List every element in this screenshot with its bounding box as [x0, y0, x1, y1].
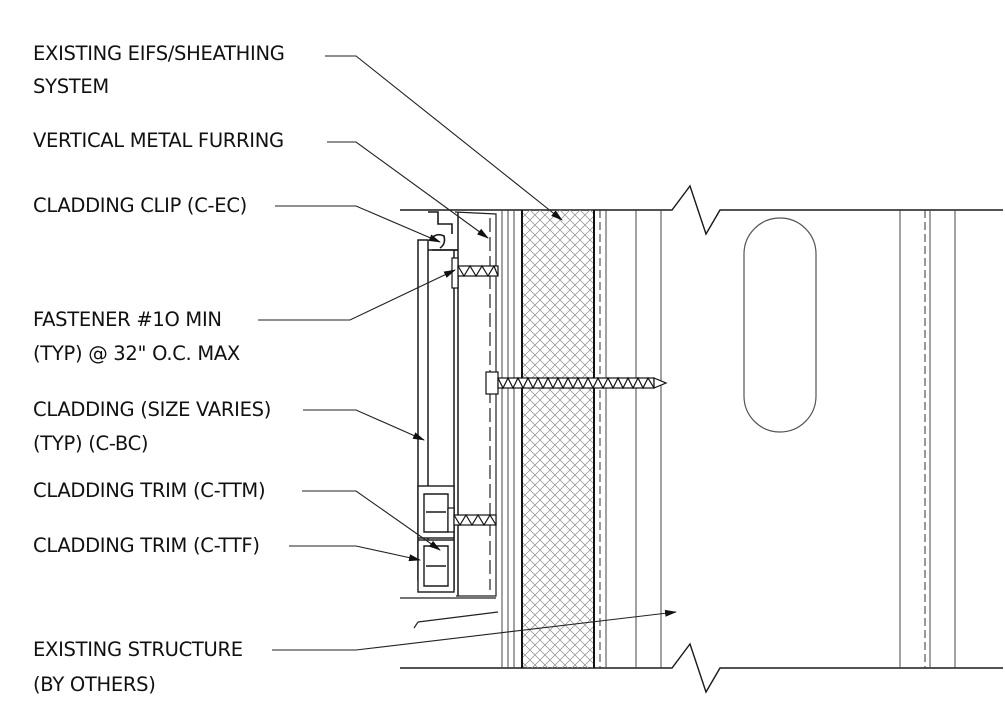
cladding-trim-ttf	[417, 539, 455, 593]
bottom-break-line	[400, 642, 1003, 694]
label-cladding-line1: CLADDING (SIZE VARIES)	[33, 398, 271, 421]
label-fastener-line2: (TYP) @ 32" O.C. MAX	[33, 342, 240, 365]
leader-clip	[275, 205, 441, 243]
label-clip: CLADDING CLIP (C-EC)	[33, 194, 247, 217]
stud-slot	[743, 217, 817, 433]
eifs-sheathing-system	[501, 210, 662, 668]
fastener-lower	[447, 507, 497, 533]
leader-cladding	[303, 409, 425, 441]
cladding-clip	[428, 211, 458, 251]
leader-trim-ttf	[289, 545, 421, 562]
structure-outline	[400, 184, 1003, 694]
label-eifs-line2: SYSTEM	[33, 75, 109, 98]
leader-fastener	[258, 269, 456, 321]
leader-structure	[272, 609, 677, 651]
label-trim-ttm: CLADDING TRIM (C-TTM)	[33, 479, 266, 502]
leader-lines	[258, 55, 677, 651]
fastener-upper	[451, 257, 499, 289]
label-fastener-line1: FASTENER #1O MIN	[33, 308, 222, 331]
leader-eifs	[325, 55, 563, 221]
vertical-metal-furring	[400, 211, 499, 629]
fastener-structure	[485, 371, 668, 395]
leader-trim-ttm	[302, 490, 441, 551]
top-break-line	[400, 184, 1003, 236]
leader-furring	[327, 141, 489, 239]
existing-structure-stud	[743, 210, 956, 668]
label-eifs-line1: EXISTING EIFS/SHEATHING	[33, 42, 285, 65]
insulation-hatch	[522, 210, 594, 668]
label-structure-line2: (BY OTHERS)	[33, 673, 156, 696]
label-trim-ttf: CLADDING TRIM (C-TTF)	[33, 534, 260, 557]
label-cladding-line2: (TYP) (C-BC)	[33, 432, 149, 455]
label-furring: VERTICAL METAL FURRING	[33, 129, 284, 152]
label-structure-line1: EXISTING STRUCTURE	[33, 638, 243, 661]
